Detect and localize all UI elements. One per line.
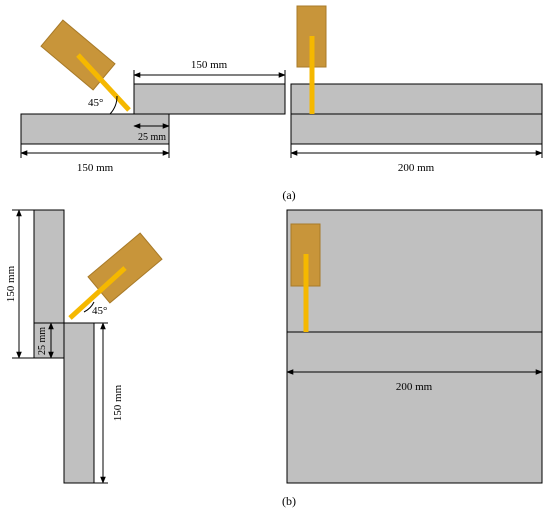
dim-label-upper-plate: 150 mm	[5, 265, 17, 302]
panel-a-caption: (a)	[282, 188, 295, 202]
lower-plate	[63, 322, 95, 484]
vertical-welding-torch	[296, 5, 327, 114]
top-plate	[133, 83, 286, 115]
front-lower-plate	[286, 331, 543, 484]
angle-label: 45°	[88, 97, 103, 109]
angled-welding-torch	[40, 19, 131, 112]
panel-a-front-view: 200 mm	[290, 5, 543, 174]
angle-label: 45°	[92, 305, 107, 317]
dim-label-width: 200 mm	[398, 162, 435, 174]
panel-b: 45° 150 mm 25 mm 150 mm 2	[5, 209, 543, 508]
angle-arc	[83, 301, 95, 313]
dim-label-overlap: 25 mm	[138, 132, 166, 143]
angled-welding-torch	[68, 232, 163, 320]
dim-label-overlap: 25 mm	[37, 327, 48, 355]
bottom-plate	[20, 113, 170, 145]
dim-label-lower-plate: 150 mm	[112, 384, 124, 421]
panel-b-side-view: 45° 150 mm 25 mm 150 mm	[5, 209, 163, 484]
dim-label-bottom-plate: 150 mm	[77, 162, 114, 174]
filler-wire	[68, 266, 127, 320]
vertical-welding-torch	[290, 223, 321, 332]
panel-a-side-view: 45° 150 mm 25 mm 150 mm	[20, 19, 286, 174]
filler-wire	[76, 53, 131, 112]
front-bottom-plate	[290, 113, 543, 145]
front-top-plate	[290, 83, 543, 115]
angle-arc	[109, 95, 118, 115]
panel-b-caption: (b)	[282, 494, 296, 508]
panel-a: 45° 150 mm 25 mm 150 mm	[20, 5, 543, 202]
dim-label-width: 200 mm	[396, 381, 433, 393]
front-upper-plate	[286, 209, 543, 333]
dim-label-top-plate: 150 mm	[191, 59, 228, 71]
panel-b-front-view: 200 mm	[286, 209, 543, 484]
